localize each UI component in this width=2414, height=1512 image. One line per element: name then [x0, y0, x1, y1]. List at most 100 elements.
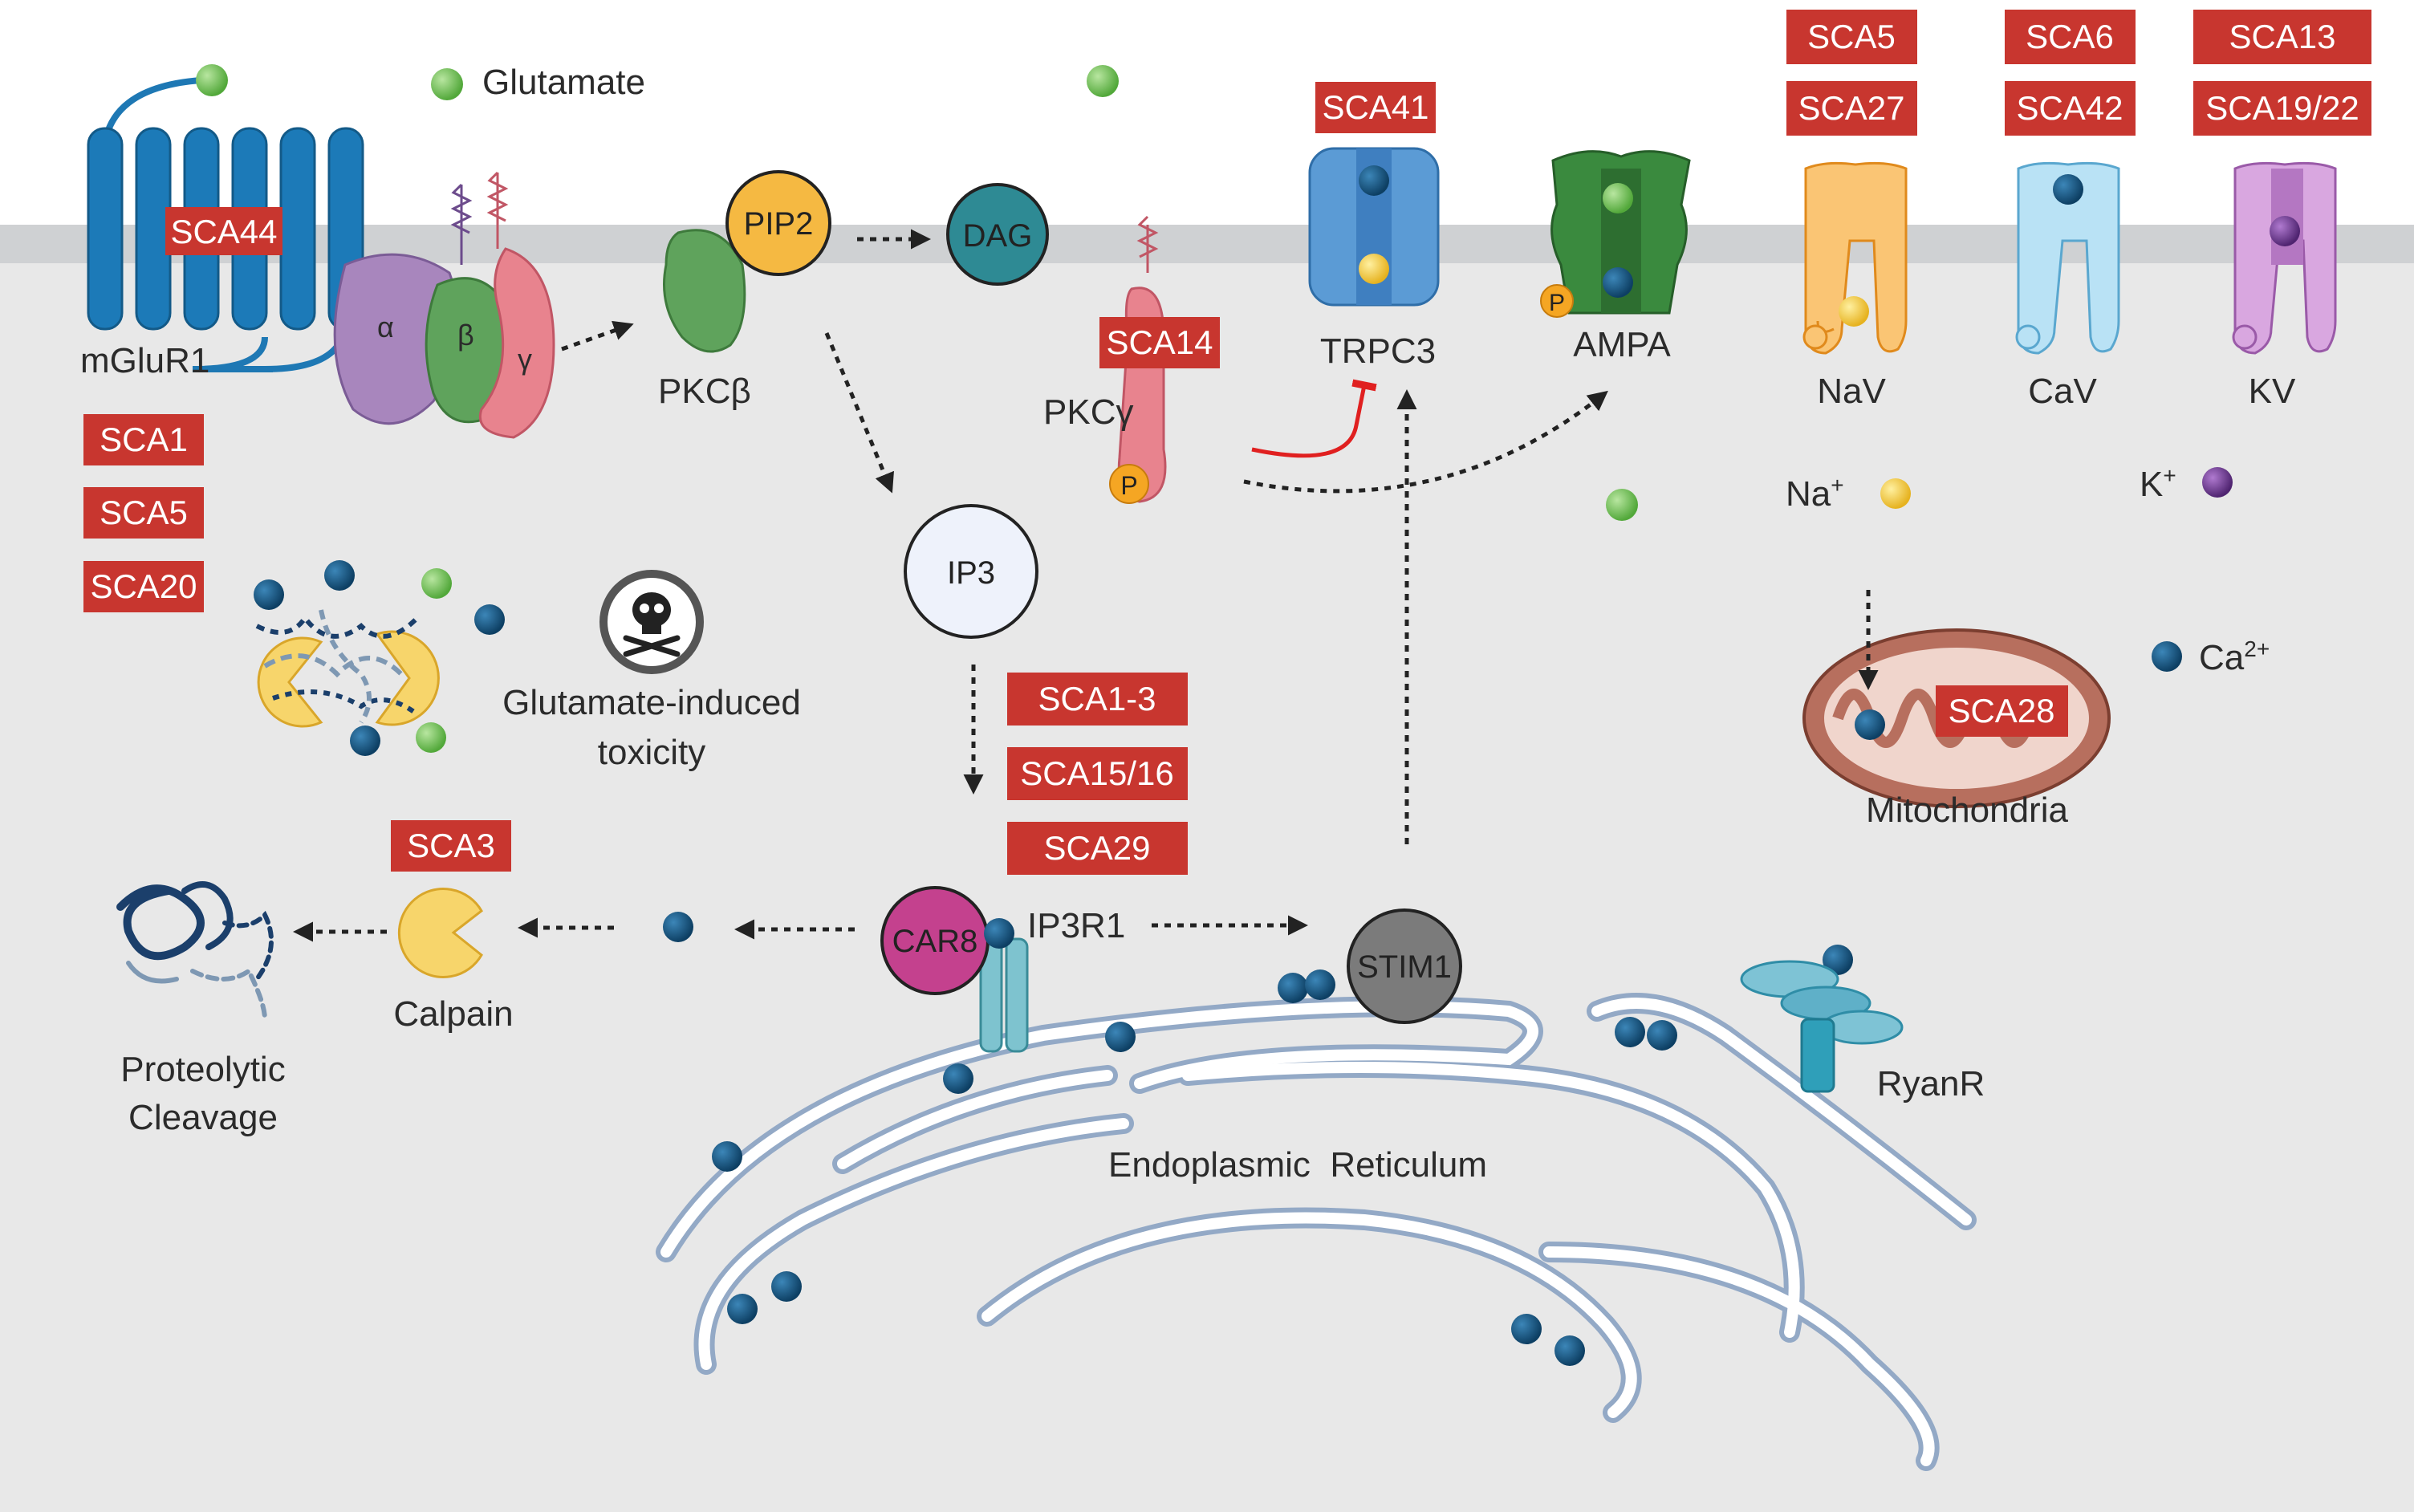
tag-sca44: SCA44: [170, 213, 277, 250]
proteolytic-label-line1: Proteolytic: [120, 1050, 285, 1089]
ip3r1-label: IP3R1: [1027, 906, 1125, 945]
alpha-label: α: [377, 311, 394, 343]
pkcg-phospho-text: P: [1120, 471, 1137, 500]
pkcg-phospho: [1109, 464, 1149, 504]
glutamate-bound-mglur1: [196, 64, 228, 96]
dag-node: [946, 183, 1049, 286]
tox-calcium-1: [254, 579, 284, 610]
tag-sca5-left: SCA5: [100, 494, 188, 531]
tag-sca41: SCA41: [1322, 88, 1428, 126]
pip2-text: PIP2: [744, 206, 814, 242]
er-calcium-8: [1278, 973, 1308, 1003]
ip3-node: [904, 504, 1038, 639]
tox-calcium-2: [324, 560, 355, 591]
proteolytic-fragments: [116, 881, 274, 1022]
cav-channel: [2015, 161, 2120, 355]
dag-text: DAG: [963, 218, 1033, 254]
er-calcium-9: [1305, 969, 1335, 1000]
tag-sca3: SCA3: [407, 827, 495, 864]
tag-sca28: SCA28: [1948, 692, 2054, 730]
potassium-label: K+: [2140, 463, 2176, 504]
tag-sca29: SCA29: [1043, 829, 1150, 867]
ampa-calcium: [1603, 267, 1633, 298]
cytosol-calcium: [663, 912, 693, 942]
tag-sca1: SCA1: [100, 421, 188, 458]
nav-sodium: [1839, 296, 1869, 327]
calcium-legend-dot: [2152, 641, 2182, 672]
ampa-phospho-text: P: [1549, 290, 1565, 316]
tox-glutamate-1: [421, 568, 452, 599]
er-calcium-10: [1615, 1017, 1645, 1047]
kv-channel: [2232, 161, 2337, 355]
arrow-pkcg-ampa: [1243, 390, 1608, 494]
toxicity-label-line1: Glutamate-induced: [502, 683, 801, 722]
er-calcium-4: [727, 1294, 758, 1324]
tox-calcium-4: [350, 726, 380, 756]
sodium-label: Na+: [1786, 473, 1844, 514]
tag-sca42: SCA42: [2016, 89, 2123, 127]
ip3r1-calcium: [984, 918, 1014, 949]
endoplasmic-reticulum-lumen: [660, 998, 1972, 1466]
beta-label: β: [457, 319, 474, 352]
pkcg-label: PKCγ: [1043, 392, 1133, 432]
trpc3-label: TRPC3: [1320, 331, 1436, 371]
ip3r1-channel: [979, 937, 1029, 1053]
nav-channel: [1802, 161, 1908, 355]
pip2-node: [725, 170, 831, 276]
sodium-legend-dot: [1880, 478, 1911, 509]
ampa-glutamate: [1603, 183, 1633, 213]
er-calcium-7: [1554, 1335, 1585, 1366]
er-calcium-6: [1511, 1314, 1542, 1344]
tag-sca19-22: SCA19/22: [2205, 89, 2359, 127]
tag-sca13: SCA13: [2229, 18, 2335, 55]
tox-glutamate-2: [416, 722, 446, 753]
pkcb-label: PKCβ: [658, 372, 751, 411]
glutamate-label: Glutamate: [482, 63, 645, 102]
ryanr-channel: [1740, 960, 1904, 1093]
gamma-label: γ: [518, 343, 532, 376]
er-calcium-5: [771, 1271, 802, 1302]
er-label: Endoplasmic Reticulum: [1108, 1145, 1487, 1185]
potassium-legend-dot: [2202, 467, 2233, 498]
glutamate-free-mid: [1606, 489, 1638, 521]
mglur1-label: mGluR1: [80, 341, 209, 380]
sca-tags: SCA44 SCA1 SCA5 SCA20 SCA41 SCA14 SCA5 S…: [83, 10, 2371, 875]
g-protein: [333, 171, 555, 439]
stim1-text: STIM1: [1357, 949, 1452, 985]
er-calcium-11: [1647, 1020, 1677, 1051]
glutamate-free-top: [1087, 65, 1119, 97]
proteolytic-label-line2: Cleavage: [128, 1098, 278, 1137]
tag-sca27: SCA27: [1798, 89, 1904, 127]
nav-label: NaV: [1817, 372, 1886, 411]
kv-potassium: [2270, 216, 2300, 246]
car8-text: CAR8: [892, 924, 978, 959]
mitochondria-label: Mitochondria: [1866, 791, 2068, 830]
calpain-shape: [397, 888, 483, 978]
cav-label: CaV: [2028, 372, 2097, 411]
er-calcium-3: [712, 1141, 742, 1172]
kv-label: KV: [2249, 372, 2296, 411]
calcium-label: Ca2+: [2199, 636, 2270, 677]
toxicity-label-line2: toxicity: [598, 733, 705, 772]
calpain-label: Calpain: [393, 994, 513, 1034]
tag-sca6: SCA6: [2026, 18, 2114, 55]
mito-calcium: [1855, 709, 1885, 740]
ryanr-label: RyanR: [1877, 1064, 1985, 1104]
tag-sca20: SCA20: [90, 567, 197, 605]
ip3-text: IP3: [947, 555, 995, 591]
er-calcium-2: [943, 1063, 973, 1094]
toxicity-cluster: [255, 609, 440, 728]
stim1-node: [1347, 908, 1462, 1024]
inhibition-pkcg-trpc3: [1251, 379, 1377, 458]
trpc3-sodium: [1359, 254, 1389, 284]
tag-sca5-top: SCA5: [1807, 18, 1896, 55]
tag-sca14: SCA14: [1106, 323, 1213, 361]
cytoplasm: [0, 225, 2414, 1512]
ampa-phospho: [1540, 284, 1574, 318]
skull-icon: [599, 570, 704, 674]
arrow-pip2-ip3: [824, 332, 894, 494]
glutamate-legend-dot: [431, 68, 463, 100]
tox-calcium-3: [474, 604, 505, 635]
cav-calcium: [2053, 174, 2083, 205]
